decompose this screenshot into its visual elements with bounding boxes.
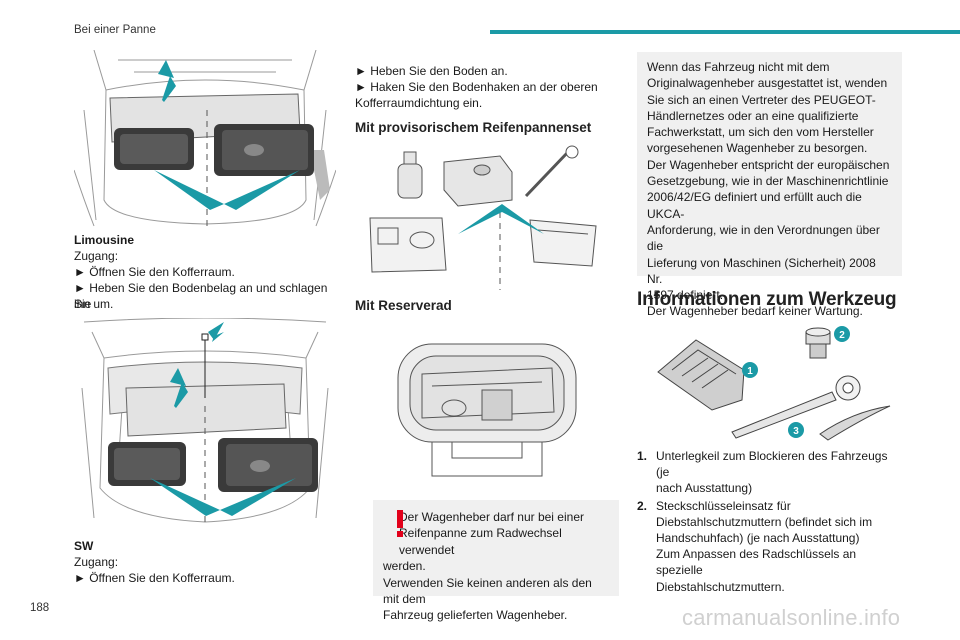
floor-step-2: ► Haken Sie den Bodenhaken an der oberen (355, 80, 598, 94)
limousine-trunk-illustration (74, 50, 336, 227)
warning-box: Der Wagenheber darf nur bei einer Reifen… (373, 500, 619, 622)
info-line: Händlernetzes oder an eine qualifizierte (647, 108, 859, 123)
tools-illustration: 1 2 3 (657, 326, 891, 441)
info-line: Lieferung von Maschinen (Sicherheit) 200… (647, 255, 876, 286)
info-line: Anforderung, wie in den Verordnungen übe… (647, 222, 880, 254)
list-number: 2. (637, 498, 648, 513)
callout-3: 3 (793, 426, 799, 437)
limousine-access-label: Zugang: (74, 249, 119, 263)
tools-heading: Informationen zum Werkzeug (637, 289, 897, 310)
info-line: Der Wagenheber bedarf keiner Wartung. (647, 304, 863, 319)
list-line: Diebstahlschutzmuttern (befindet sich im (656, 514, 873, 529)
limousine-step-2: ► Heben Sie den Bodenbelag an und schlag… (74, 281, 328, 311)
tools-list: 1. Unterlegkeil zum Blockieren des Fahrz… (637, 448, 902, 596)
warning-line-4: Verwenden Sie keinen anderen als den mit… (383, 575, 592, 607)
callout-1: 1 (747, 366, 753, 377)
limousine-title: Limousine (74, 233, 135, 247)
info-line: vorgesehenen Wagenheber zu besorgen. (647, 141, 868, 156)
list-item: 2. Steckschlüsseleinsatz für Diebstahlsc… (637, 498, 902, 595)
list-item: 1. Unterlegkeil zum Blockieren des Fahrz… (637, 448, 902, 497)
heading-spare-wheel: Mit Reserverad (355, 298, 452, 313)
info-line: Der Wagenheber entspricht der europäisch… (647, 157, 890, 172)
sw-title: SW (74, 539, 94, 553)
warning-line-1: Der Wagenheber darf nur bei einer (399, 510, 584, 524)
info-line: 1597 definiert. (647, 288, 724, 303)
info-line: 2006/42/EG definiert und erfüllt auch di… (647, 190, 862, 221)
info-line: Originalwagenheber ausgestattet ist, wen… (647, 76, 888, 91)
info-box: Wenn das Fahrzeug nicht mit dem Original… (637, 52, 902, 318)
warning-exclamation-icon (397, 510, 403, 537)
sw-access-label: Zugang: (74, 555, 119, 569)
repair-kit-illustration (369, 145, 597, 290)
header-accent-bar (490, 30, 960, 34)
list-line: Handschuhfach) (je nach Ausstattung) (656, 531, 860, 546)
running-header: Bei einer Panne (74, 24, 156, 36)
floor-step-2-cont: Kofferraumdichtung ein. (355, 96, 483, 110)
list-line: Steckschlüsseleinsatz für (656, 498, 791, 513)
info-line: Fachwerkstatt, um sich den vom Herstelle… (647, 125, 874, 140)
list-line: nach Ausstattung) (656, 481, 753, 496)
callout-2: 2 (839, 330, 845, 341)
warning-line-5: Fahrzeug gelieferten Wagenheber. (383, 608, 568, 623)
limousine-step-2-cont: ihn um. (74, 297, 114, 311)
sw-trunk-illustration (81, 318, 329, 524)
limousine-step-1: ► Öffnen Sie den Kofferraum. (74, 265, 235, 279)
watermark: carmanualsonline.info (682, 605, 901, 630)
floor-step-1: ► Heben Sie den Boden an. (355, 64, 508, 78)
list-number: 1. (637, 449, 648, 463)
warning-line-2: Reifenpanne zum Radwechsel verwendet (399, 526, 562, 557)
info-line: Wenn das Fahrzeug nicht mit dem (647, 60, 830, 74)
list-line: Unterlegkeil zum Blockieren des Fahrzeug… (656, 449, 888, 480)
list-line: Zum Anpassen des Radschlüssels an spezie… (656, 547, 857, 578)
sw-step-1: ► Öffnen Sie den Kofferraum. (74, 571, 235, 585)
heading-repair-kit: Mit provisorischem Reifenpannenset (355, 120, 592, 135)
spare-wheel-illustration (397, 343, 577, 477)
info-line: Gesetzgebung, wie in der Maschinenrichtl… (647, 174, 889, 189)
list-line: Diebstahlschutzmuttern. (656, 579, 785, 594)
page-number: 188 (30, 602, 50, 614)
info-line: Sie sich an einen Vertreter des PEUGEOT- (647, 92, 876, 107)
warning-line-3: werden. (383, 559, 426, 574)
